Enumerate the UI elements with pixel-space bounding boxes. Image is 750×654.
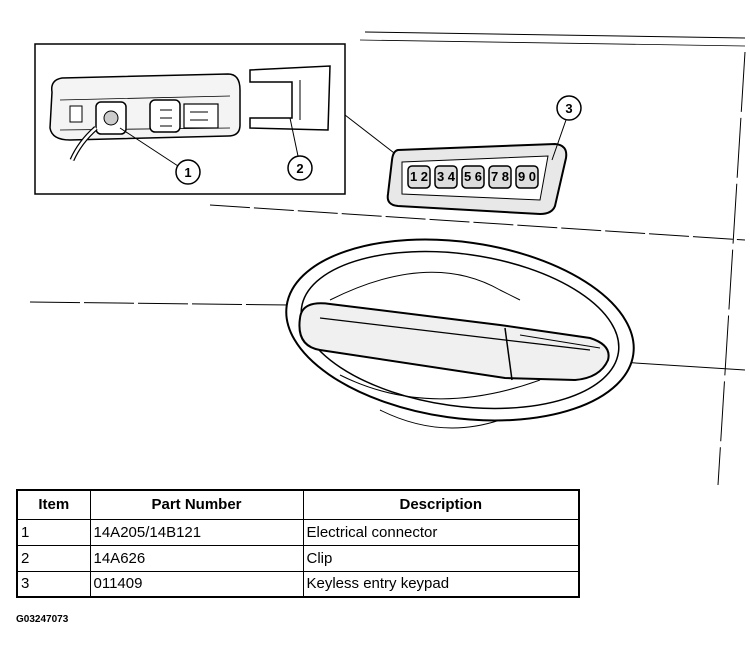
- door-handle: [285, 238, 635, 429]
- table-header-row: Item Part Number Description: [16, 489, 580, 520]
- svg-text:7 8: 7 8: [491, 169, 509, 184]
- svg-text:3: 3: [565, 101, 572, 116]
- callout-2: 2: [287, 155, 313, 181]
- door-panel-lines: [29, 31, 746, 485]
- callout-1: 1: [175, 159, 201, 185]
- cell-part-number: 14A626: [89, 544, 304, 572]
- cell-part-number: 011409: [89, 570, 304, 598]
- header-description: Description: [302, 489, 580, 520]
- svg-text:1 2: 1 2: [410, 169, 428, 184]
- keypad-diagram: 1 2 3 4 5 6 7 8 9 0 1 2 3: [29, 31, 746, 485]
- keypad-button: 3 4: [434, 165, 458, 189]
- svg-text:1: 1: [184, 165, 191, 180]
- parts-table: Item Part Number Description 1 14A205/14…: [16, 489, 580, 598]
- inset-leader: [344, 114, 399, 157]
- keyless-entry-keypad: 1 2 3 4 5 6 7 8 9 0: [386, 119, 568, 216]
- cell-part-number: 14A205/14B121: [89, 518, 304, 546]
- cell-item: 1: [16, 518, 91, 546]
- cell-description: Clip: [302, 544, 580, 572]
- cell-description: Keyless entry keypad: [302, 570, 580, 598]
- table-row: 1 14A205/14B121 Electrical connector: [16, 518, 580, 546]
- cell-description: Electrical connector: [302, 518, 580, 546]
- svg-text:9 0: 9 0: [518, 169, 536, 184]
- cell-item: 3: [16, 570, 91, 598]
- keypad-button: 1 2: [407, 165, 431, 189]
- table-row: 2 14A626 Clip: [16, 544, 580, 572]
- figure-code: G03247073: [16, 614, 69, 625]
- callout-3: 3: [556, 95, 582, 121]
- svg-text:2: 2: [296, 161, 303, 176]
- svg-text:3 4: 3 4: [437, 169, 456, 184]
- cell-item: 2: [16, 544, 91, 572]
- keypad-button: 9 0: [515, 165, 539, 189]
- header-item: Item: [16, 489, 91, 520]
- keypad-button: 5 6: [461, 165, 485, 189]
- keypad-button: 7 8: [488, 165, 512, 189]
- svg-text:5 6: 5 6: [464, 169, 482, 184]
- table-row: 3 011409 Keyless entry keypad: [16, 570, 580, 598]
- header-part-number: Part Number: [89, 489, 304, 520]
